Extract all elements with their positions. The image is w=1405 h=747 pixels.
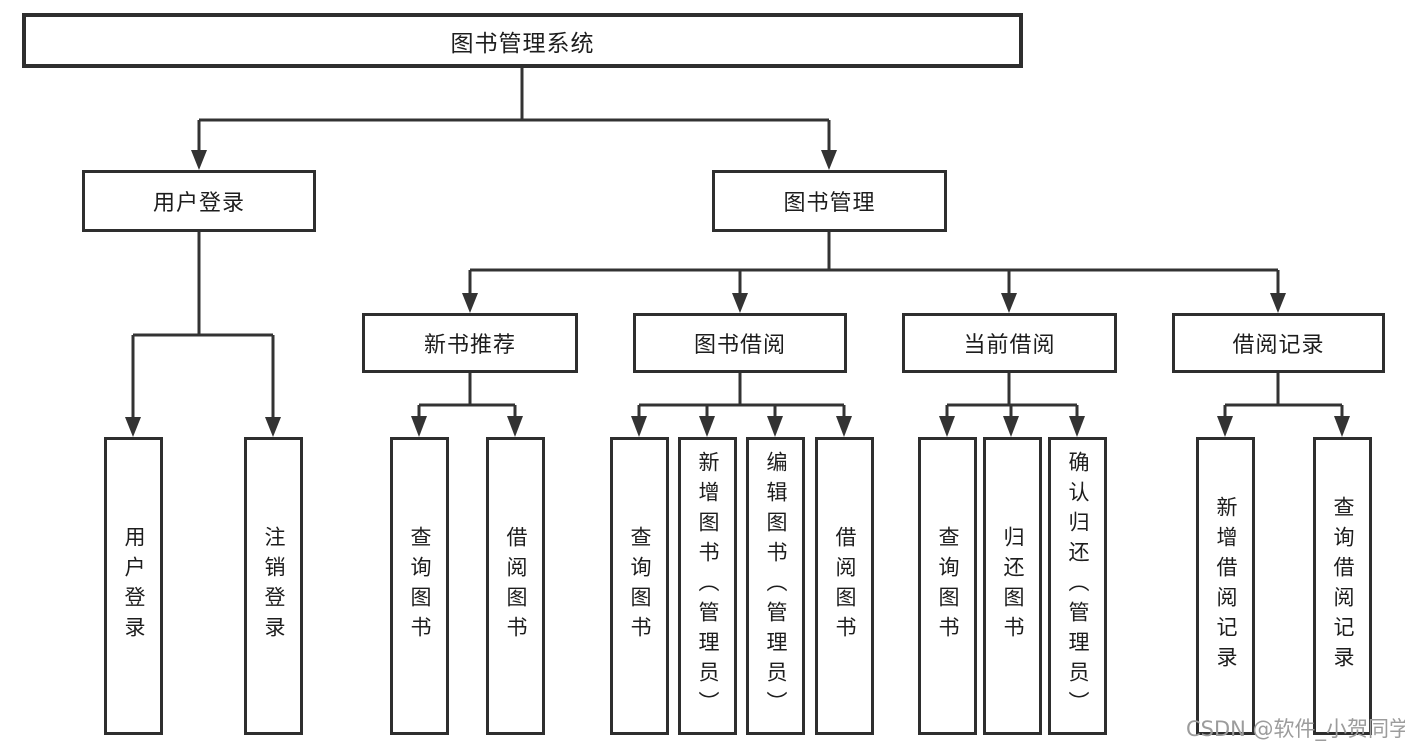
leaf-return-books-label: 归还图书 (1001, 526, 1025, 646)
node-book-management-label: 图书管理 (783, 191, 876, 216)
leaf-add-borrow-record-label: 新增借阅记录 (1214, 496, 1238, 676)
leaf-confirm-return-admin-label: 确认归还（管理员） (1066, 451, 1090, 721)
leaf-query-books-current: 查询图书 (918, 437, 977, 735)
leaf-confirm-return-admin: 确认归还（管理员） (1048, 437, 1107, 735)
node-new-book-recommend-label: 新书推荐 (423, 333, 516, 358)
leaf-query-borrow-record-label: 查询借阅记录 (1331, 496, 1355, 676)
leaf-query-books-recommend: 查询图书 (390, 437, 449, 735)
leaf-borrow-books-recommend-label: 借阅图书 (504, 526, 528, 646)
leaf-query-books-recommend-label: 查询图书 (408, 526, 432, 646)
leaf-borrow-books-borrowing: 借阅图书 (815, 437, 874, 735)
leaf-logout-label: 注销登录 (262, 526, 286, 646)
root-node-library-system: 图书管理系统 (22, 13, 1023, 68)
leaf-query-borrow-record: 查询借阅记录 (1313, 437, 1372, 735)
node-current-borrowing: 当前借阅 (902, 313, 1117, 373)
connector-current-borrowing (939, 373, 1085, 437)
node-current-borrowing-label: 当前借阅 (963, 333, 1056, 358)
connector-book-borrowing (631, 373, 852, 437)
leaf-add-book-admin: 新增图书（管理员） (678, 437, 737, 735)
node-user-login: 用户登录 (82, 170, 316, 232)
leaf-edit-book-admin: 编辑图书（管理员） (746, 437, 805, 735)
leaf-borrow-books-borrowing-label: 借阅图书 (833, 526, 857, 646)
connector-book-management (462, 232, 1286, 313)
root-node-label: 图书管理系统 (450, 30, 595, 57)
connector-borrowing-records (1217, 373, 1350, 437)
leaf-user-login: 用户登录 (104, 437, 163, 735)
leaf-user-login-label: 用户登录 (122, 526, 146, 646)
leaf-query-books-borrowing: 查询图书 (610, 437, 669, 735)
node-new-book-recommend: 新书推荐 (362, 313, 578, 373)
leaf-logout: 注销登录 (244, 437, 303, 735)
connector-user-login (125, 232, 281, 437)
connector-root (191, 68, 837, 170)
leaf-edit-book-admin-label: 编辑图书（管理员） (764, 451, 788, 721)
node-borrowing-records: 借阅记录 (1172, 313, 1385, 373)
leaf-add-book-admin-label: 新增图书（管理员） (696, 451, 720, 721)
leaf-query-books-borrowing-label: 查询图书 (628, 526, 652, 646)
node-user-login-label: 用户登录 (152, 191, 245, 216)
leaf-query-books-current-label: 查询图书 (936, 526, 960, 646)
csdn-watermark: CSDN @软件_小贺同学 (1186, 717, 1405, 741)
node-book-borrowing: 图书借阅 (633, 313, 847, 373)
node-book-borrowing-label: 图书借阅 (693, 333, 786, 358)
leaf-return-books: 归还图书 (983, 437, 1042, 735)
node-borrowing-records-label: 借阅记录 (1232, 333, 1325, 358)
node-book-management: 图书管理 (712, 170, 947, 232)
leaf-add-borrow-record: 新增借阅记录 (1196, 437, 1255, 735)
connector-new-book-recommend (411, 373, 523, 437)
leaf-borrow-books-recommend: 借阅图书 (486, 437, 545, 735)
